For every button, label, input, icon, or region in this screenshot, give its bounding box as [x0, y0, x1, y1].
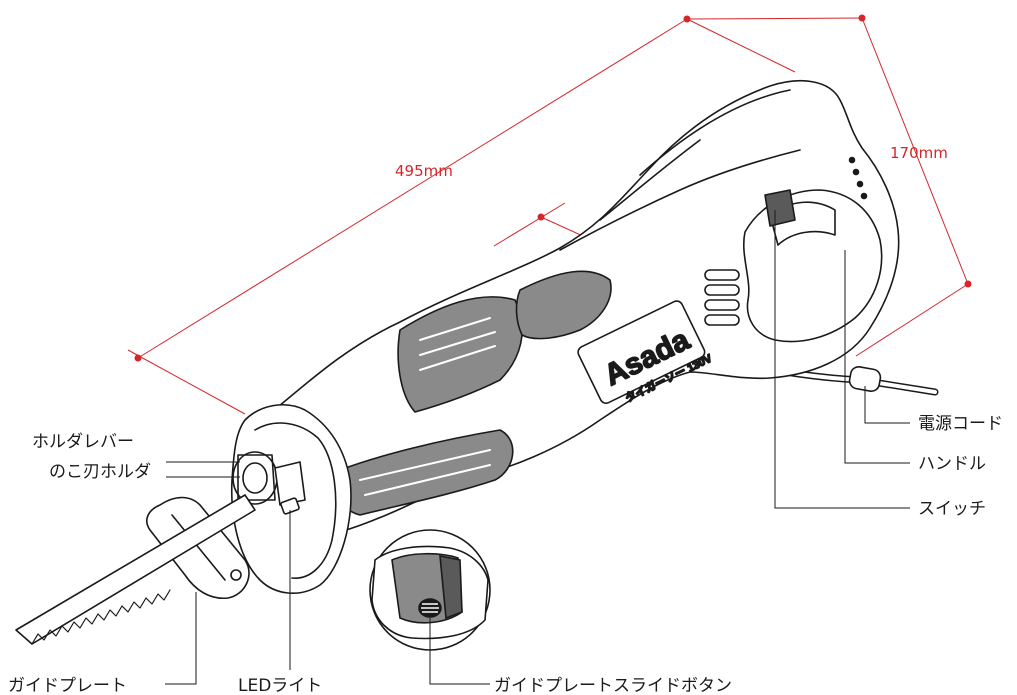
slide-button-inset — [369, 529, 491, 651]
leader-power-cord — [864, 386, 910, 424]
dimension-lines — [127, 14, 972, 415]
label-guide-plate: ガイドプレート — [8, 676, 127, 695]
length-extension-right — [686, 18, 796, 73]
blade-teeth — [31, 589, 171, 645]
height-extension-top — [686, 17, 863, 20]
height-dimension-label: 170mm — [890, 144, 948, 162]
length-dimension-line — [137, 18, 688, 359]
saw-body: Asada タイガーソー 130V — [15, 80, 939, 645]
switch-trigger — [764, 189, 796, 227]
grip-extension-left — [493, 202, 566, 247]
label-led-light: LEDライト — [238, 676, 322, 695]
length-extension-left — [127, 349, 246, 415]
label-slide-button: ガイドプレートスライドボタン — [494, 676, 732, 695]
leader-lines — [165, 210, 910, 685]
front-grip-panel — [397, 296, 523, 413]
label-handle: ハンドル — [918, 454, 986, 474]
label-power-cord: 電源コード — [918, 414, 1003, 434]
motor-vents — [704, 269, 740, 326]
length-dimension-label: 495mm — [395, 162, 453, 180]
height-dimension-line — [861, 17, 969, 285]
top-grip-panel — [515, 270, 612, 340]
label-holder-lever: ホルダレバー — [32, 432, 134, 452]
handle-vents — [848, 156, 868, 200]
grip-ribs — [359, 317, 496, 496]
height-extension-bottom — [855, 283, 969, 357]
lower-grip-panel — [336, 429, 514, 516]
leader-slide-button — [429, 618, 490, 685]
leader-guide-plate — [165, 592, 197, 685]
led-light — [280, 497, 300, 515]
blade-holder-assembly — [232, 451, 306, 506]
leader-handle — [844, 250, 910, 464]
label-switch: スイッチ — [918, 499, 986, 519]
saw-blade — [15, 494, 256, 645]
nameplate — [577, 300, 706, 404]
label-blade-holder: のこ刃ホルダ — [49, 462, 151, 482]
leader-switch — [774, 210, 910, 509]
